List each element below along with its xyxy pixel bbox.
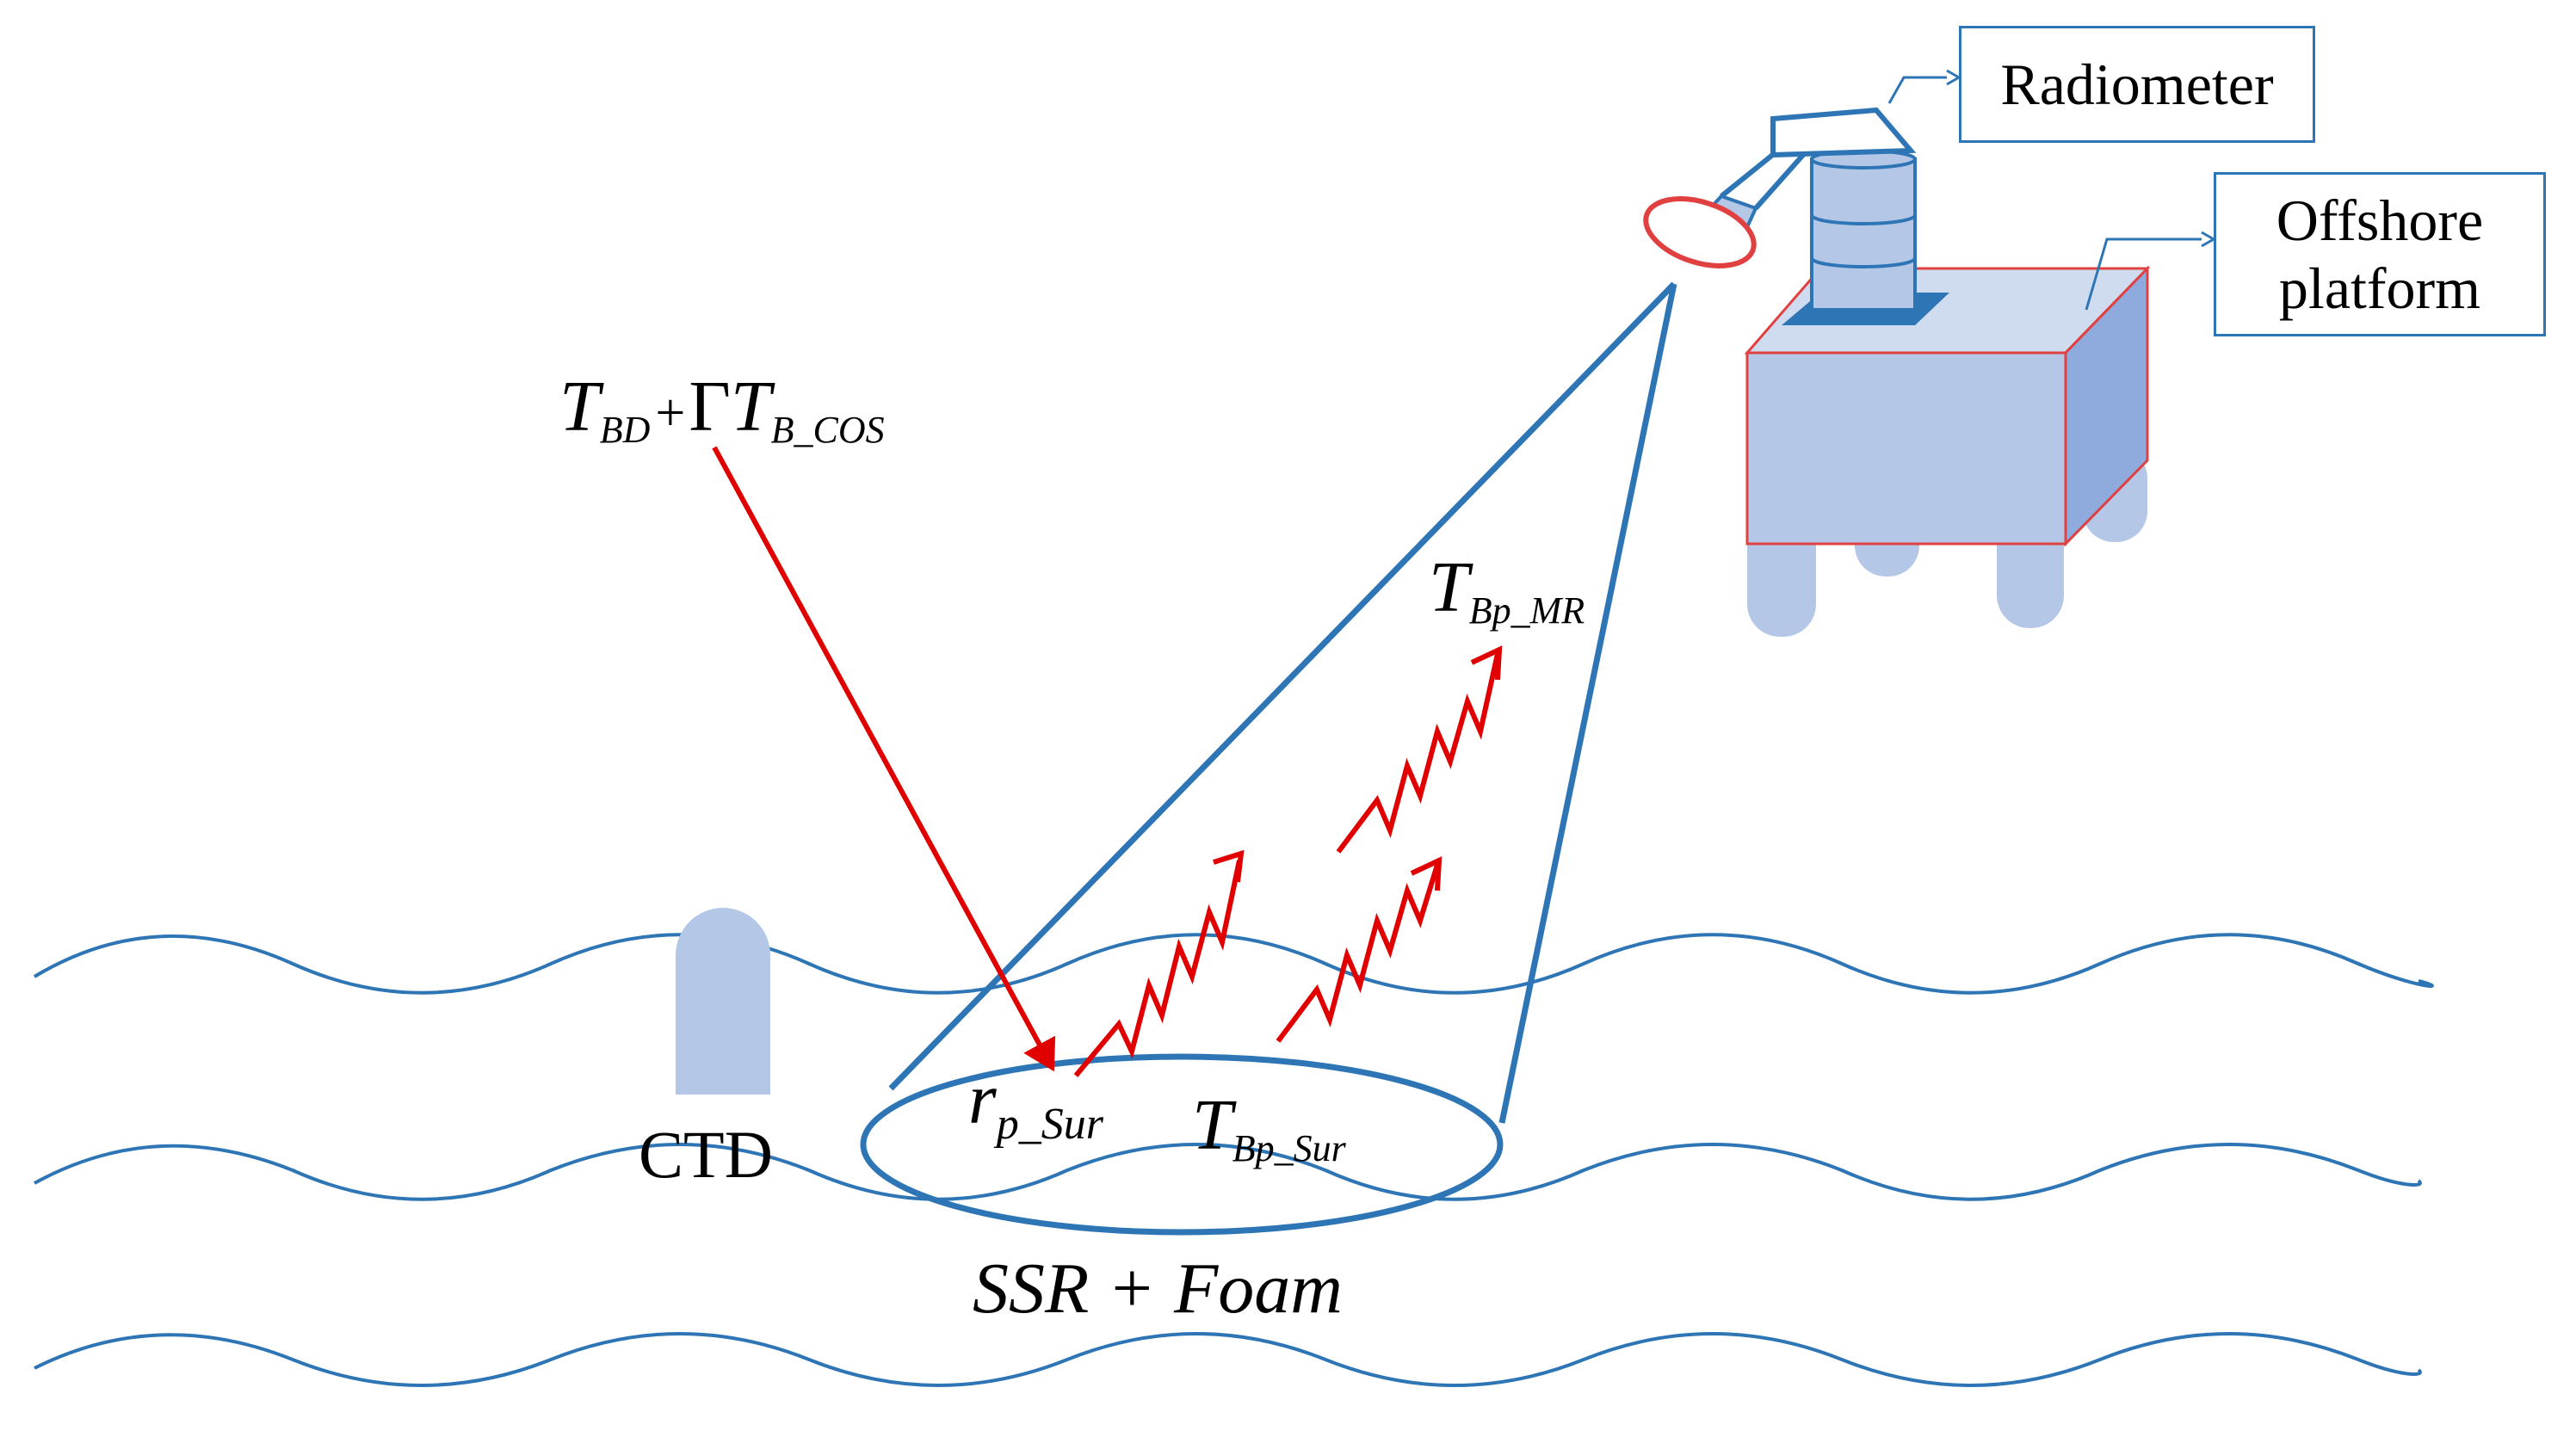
offshore-platform: [1744, 149, 2151, 637]
incident-arrow: [712, 446, 1056, 1072]
offshore-platform-callout: Offshore platform: [2214, 172, 2546, 336]
wave-line-bottom: [34, 1332, 2422, 1387]
callout-leaders: [1887, 76, 2202, 311]
platform-front: [1745, 351, 2067, 546]
offshore-label-line2: platform: [2278, 255, 2481, 321]
footprint-ellipse: [860, 1053, 1504, 1236]
wave-line-top: [33, 933, 2434, 995]
ctd-instrument: [676, 908, 770, 1095]
radiometer-antenna: [1643, 107, 1917, 268]
emission-arrows: [1073, 653, 1500, 1077]
ssr-foam-label: SSR + Foam: [973, 1249, 1343, 1329]
measured-brightness-label: TBp_MR: [1429, 547, 1585, 632]
incident-radiation-label: TBD+ΓTB_COS: [559, 367, 885, 451]
wave-line-middle: [34, 1143, 2422, 1201]
radiometer-label: Radiometer: [2000, 51, 2274, 117]
sea-waves: [33, 933, 2434, 1387]
ctd-label: CTD: [639, 1117, 773, 1192]
offshore-label-line1: Offshore: [2276, 188, 2484, 254]
antenna-beam: [860, 281, 1677, 1236]
mast: [1810, 157, 1917, 311]
radiometer-callout: Radiometer: [1959, 26, 2315, 143]
reflectivity-label: rp_Sur: [968, 1059, 1104, 1149]
surface-brightness-label: TBp_Sur: [1192, 1085, 1347, 1169]
